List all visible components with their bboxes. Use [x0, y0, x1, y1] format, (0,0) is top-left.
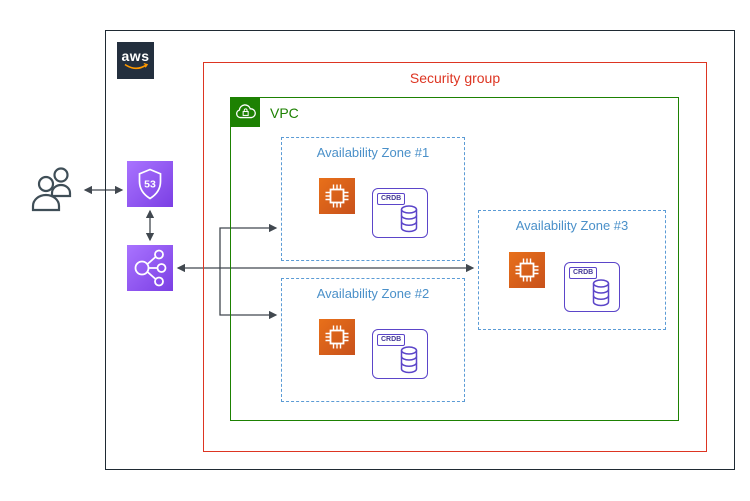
security-group-label: Security group — [409, 70, 501, 86]
shield-53-icon: 53 — [138, 168, 162, 200]
crdb-node: CRDB — [372, 188, 428, 238]
users-icon — [28, 163, 80, 219]
crdb-node: CRDB — [564, 262, 620, 312]
two-person-icon — [31, 167, 72, 212]
availability-zone-1: Availability Zone #1 CRDB — [281, 137, 465, 261]
chip-icon — [515, 258, 539, 282]
arrow-elb-az1 — [219, 223, 278, 268]
security-group-boundary — [203, 62, 707, 452]
vpc-label: VPC — [270, 105, 299, 121]
availability-zone-3: Availability Zone #3 CRDB — [478, 210, 666, 330]
availability-zone-3-label: Availability Zone #3 — [515, 218, 629, 233]
aws-logo-icon: aws — [117, 42, 154, 79]
crdb-label: CRDB — [377, 334, 406, 346]
route53-icon: 53 — [127, 161, 173, 207]
ec2-instance-icon — [319, 319, 355, 355]
route53-badge-text: 53 — [144, 179, 156, 191]
database-cylinder-icon — [592, 279, 610, 307]
vpc-boundary — [230, 97, 679, 421]
load-balancer-icon — [127, 245, 173, 291]
arrow-elb-az2 — [219, 268, 278, 320]
chip-icon — [325, 184, 349, 208]
aws-logo-text: aws — [121, 48, 150, 64]
aws-cloud-boundary — [105, 30, 735, 470]
ec2-instance-icon — [319, 178, 355, 214]
database-cylinder-icon — [400, 205, 418, 233]
aws-smile-icon — [124, 63, 148, 70]
availability-zone-1-label: Availability Zone #1 — [316, 145, 430, 160]
cloud-lock-icon — [236, 104, 256, 119]
vpc-icon — [230, 97, 260, 127]
database-cylinder-icon — [400, 346, 418, 374]
ec2-instance-icon — [509, 252, 545, 288]
load-balancer-nodes-icon — [134, 249, 167, 287]
availability-zone-2-label: Availability Zone #2 — [316, 286, 430, 301]
chip-icon — [325, 325, 349, 349]
crdb-label: CRDB — [377, 193, 406, 205]
availability-zone-2: Availability Zone #2 CRDB — [281, 278, 465, 402]
crdb-label: CRDB — [569, 267, 598, 279]
crdb-node: CRDB — [372, 329, 428, 379]
